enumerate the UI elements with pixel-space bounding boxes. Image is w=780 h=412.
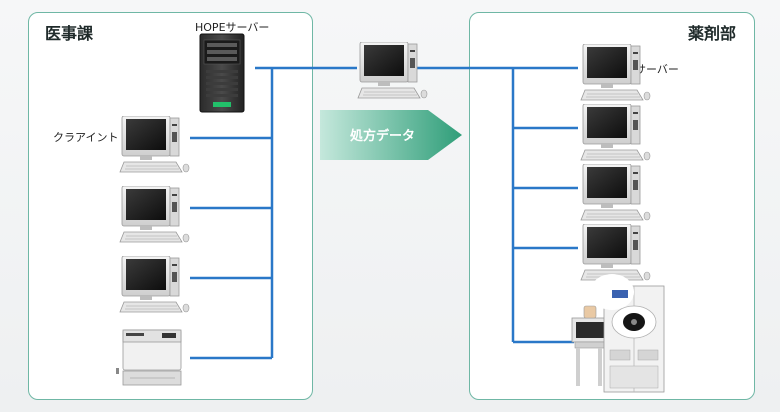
- client-pc-icon: [119, 256, 190, 313]
- right-network-lines: [413, 66, 578, 344]
- pharmacy-server-pc-icon: [580, 44, 651, 101]
- hope-server-icon: [199, 33, 245, 113]
- pharmacy-pc-icon: [580, 224, 651, 281]
- medical-affairs-title: 医事課: [45, 24, 94, 43]
- client-pc-icon: [119, 186, 190, 243]
- client-label: クラアイント: [53, 131, 119, 144]
- left-network-lines: [190, 66, 357, 360]
- pharmacy-title: 薬剤部: [688, 24, 737, 43]
- client-pc-icon: [119, 116, 190, 173]
- printer-icon: [116, 329, 182, 386]
- arrow-label: 処方データ: [349, 128, 415, 144]
- pharmacy-pc-icon: [580, 164, 651, 221]
- pharmacy-server-label: サーバー: [635, 63, 679, 76]
- hope-server-label: HOPEサーバー: [195, 21, 270, 34]
- dispensing-machine-icon: [571, 274, 665, 393]
- data-flow-arrow: [320, 110, 462, 160]
- pharmacy-pc-icon: [580, 104, 651, 161]
- center-pc-icon: [357, 42, 428, 99]
